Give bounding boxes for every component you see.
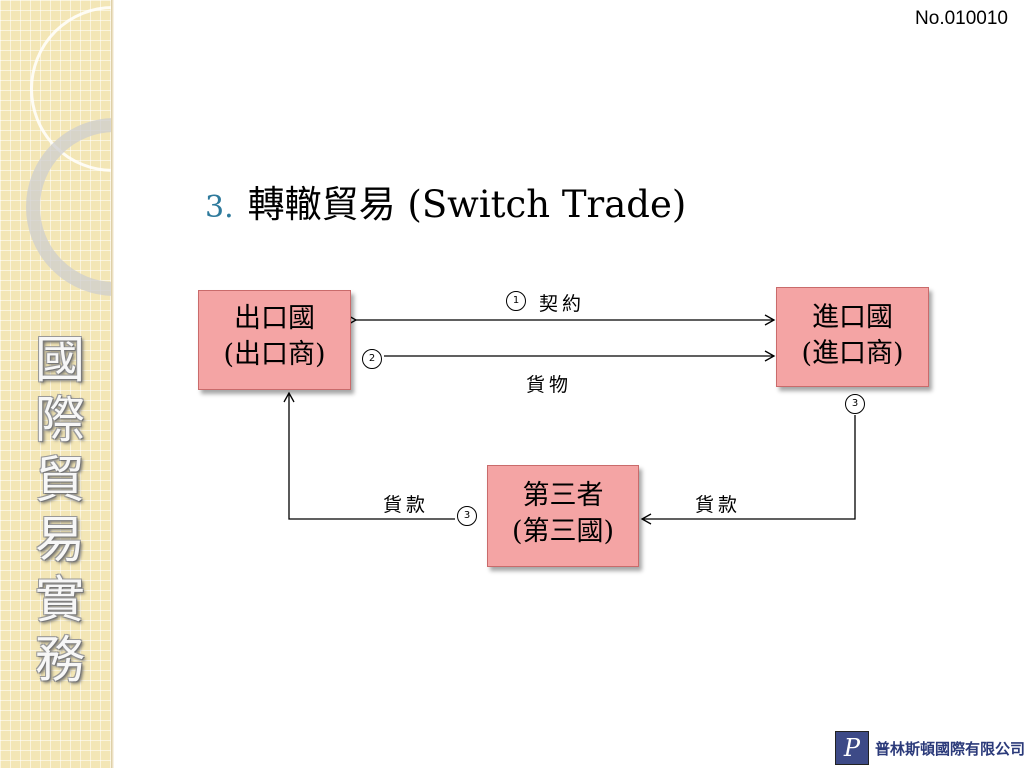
- payment-arrow-to-third: [640, 415, 856, 525]
- page-title: 3. 轉轍貿易 (Switch Trade): [205, 174, 686, 228]
- importer-sublabel: (進口商): [801, 338, 904, 369]
- step-3-badge-third: 3: [457, 506, 477, 526]
- vertical-title-char: 際: [35, 391, 85, 449]
- company-name: 普林斯頓國際有限公司: [875, 739, 1024, 758]
- contract-label: 契約: [539, 293, 586, 315]
- footer-branding: P 普林斯頓國際有限公司: [835, 731, 1024, 765]
- step-2-badge: 2: [362, 349, 382, 369]
- document-number: No.010010: [915, 8, 1008, 29]
- payment-arrow-to-exporter: [283, 391, 455, 520]
- vertical-title-char: 國: [35, 331, 85, 389]
- exporter-label: 出口國: [234, 303, 315, 334]
- exporter-node: 出口國 (出口商): [198, 290, 351, 390]
- vertical-title-char: 實: [35, 571, 85, 629]
- sidebar-decoration: 國 際 貿 易 實 務: [0, 0, 113, 768]
- payment-label-left: 貨款: [383, 494, 430, 516]
- payment-label-right: 貨款: [695, 494, 742, 516]
- vertical-course-title: 國 際 貿 易 實 務: [30, 330, 90, 690]
- third-party-node: 第三者 (第三國): [487, 465, 639, 567]
- step-3-badge-importer: 3: [845, 394, 865, 414]
- sidebar-divider: [111, 0, 114, 768]
- third-party-sublabel: (第三國): [511, 516, 615, 547]
- vertical-title-char: 易: [35, 511, 85, 569]
- vertical-title-char: 務: [35, 631, 85, 689]
- title-text: 轉轍貿易 (Switch Trade): [247, 183, 687, 226]
- step-1-badge: 1: [506, 291, 526, 311]
- exporter-sublabel: (出口商): [223, 339, 326, 370]
- third-party-label: 第三者: [522, 480, 604, 511]
- vertical-title-char: 貿: [35, 451, 85, 509]
- goods-label: 貨物: [526, 374, 573, 396]
- importer-label: 進口國: [812, 302, 893, 333]
- company-logo: P: [835, 731, 869, 765]
- title-number: 3.: [205, 190, 234, 225]
- importer-node: 進口國 (進口商): [776, 287, 929, 387]
